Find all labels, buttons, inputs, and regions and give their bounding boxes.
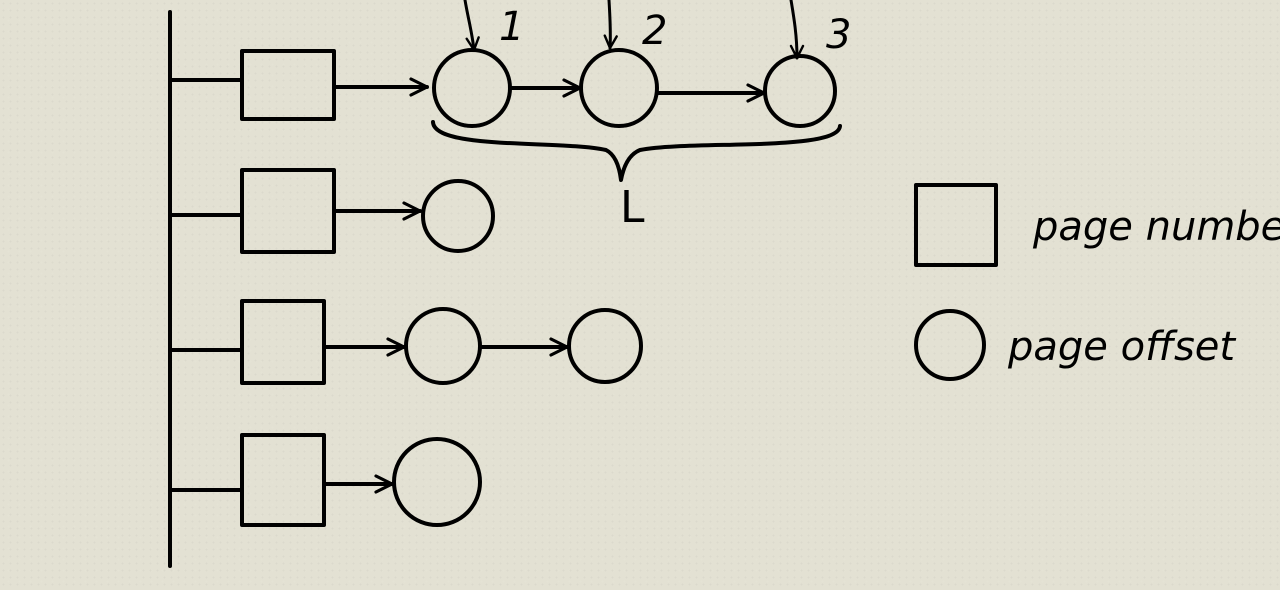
row-2-page-number-box <box>240 168 336 254</box>
row-4-offset-node-1 <box>392 437 482 527</box>
index-label-1: 1 <box>499 4 524 50</box>
row-1 <box>168 48 837 128</box>
row-1-page-number-box <box>240 49 336 121</box>
length-label: L <box>620 182 645 233</box>
row-1-offset-node-1 <box>432 48 512 128</box>
legend-page-offset-label: page offset <box>1007 324 1236 370</box>
index-label-3: 3 <box>826 12 851 58</box>
row-3-offset-node-1 <box>404 307 482 385</box>
pointer-arrow-3 <box>789 0 805 60</box>
legend: page number page offset <box>914 183 1280 381</box>
index-label-2: 2 <box>642 8 667 54</box>
row-1-offset-node-3 <box>763 54 837 128</box>
row-2 <box>168 168 495 254</box>
pointer-arrow-1 <box>463 0 480 52</box>
row-3-page-number-box <box>240 299 326 385</box>
legend-circle-icon <box>914 309 986 381</box>
row-4 <box>168 433 482 527</box>
row-3 <box>168 299 643 385</box>
legend-square-icon <box>914 183 998 267</box>
legend-page-number-label: page number <box>1032 204 1280 250</box>
pointer-arrow-2 <box>603 0 618 50</box>
row-2-offset-node-1 <box>421 179 495 253</box>
row-3-offset-node-2 <box>567 308 643 384</box>
row-4-page-number-box <box>240 433 326 527</box>
curly-brace <box>431 120 842 182</box>
row-1-offset-node-2 <box>579 48 659 128</box>
